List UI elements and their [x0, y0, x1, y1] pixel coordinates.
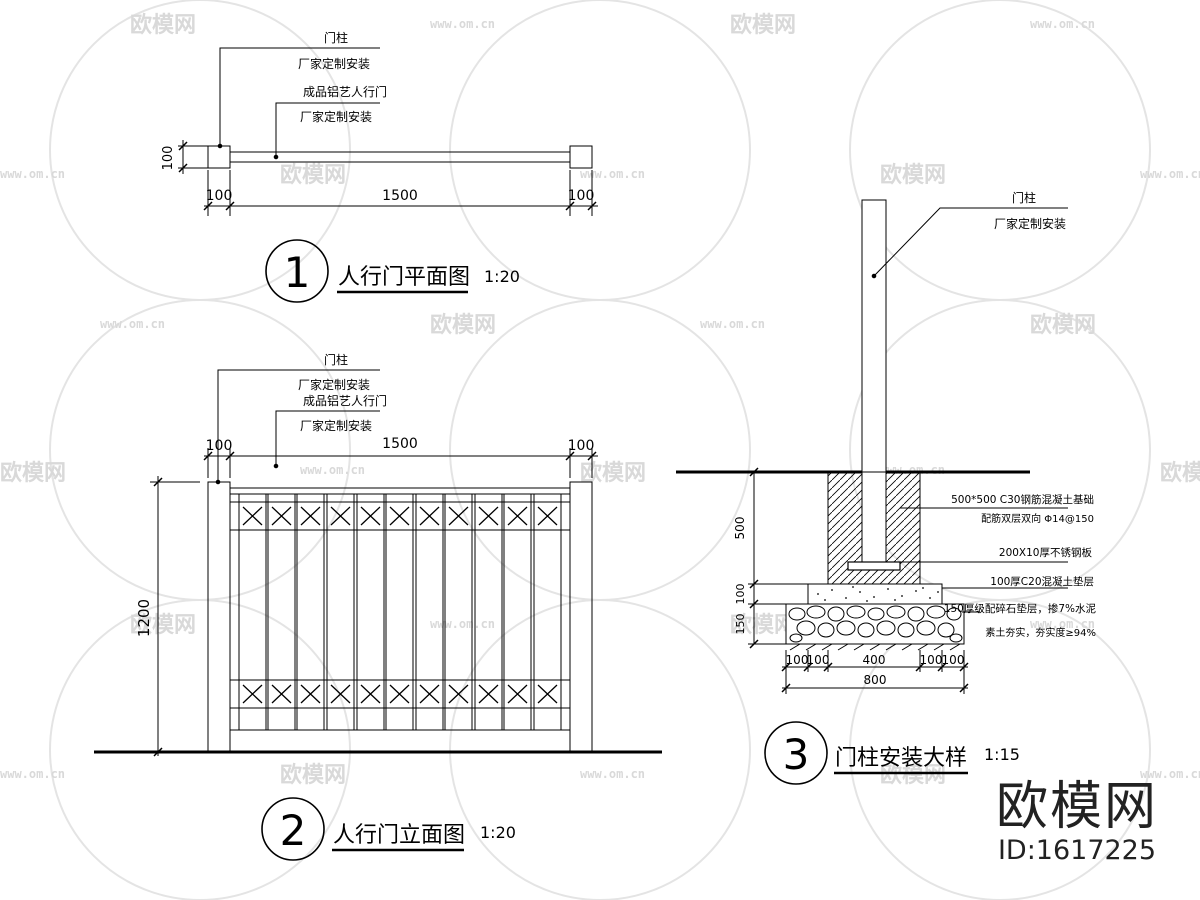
callout-text: 厂家定制安装 [298, 377, 370, 392]
leader-line [275, 102, 380, 157]
watermark-url: www.om.cn [1140, 167, 1200, 181]
gate-post-left [207, 481, 231, 753]
dimension-label: 100 [206, 188, 233, 204]
dimension-label: 100 [734, 584, 747, 605]
brand-id: ID:1617225 [997, 835, 1157, 866]
leader-line [217, 369, 380, 482]
watermark-brand: 欧模网 [130, 612, 196, 638]
watermark-url: www.om.cn [1030, 617, 1095, 631]
plan-title: 人行门平面图 [338, 265, 470, 290]
brand-name: 欧模网 [995, 777, 1158, 837]
dimension-label: 400 [863, 653, 886, 667]
gate-post-right [569, 145, 593, 169]
layer-label: 150厚级配碎石垫层，掺7%水泥 [944, 602, 1097, 615]
watermark-brand: 欧模网 [730, 612, 796, 638]
callout-text: 门柱 [324, 30, 348, 45]
watermark-brand: 欧模网 [130, 12, 196, 38]
watermark-url: www.om.cn [1030, 17, 1095, 31]
detail-scale: 1:15 [984, 745, 1020, 764]
plan-scale: 1:20 [484, 267, 520, 286]
leader-line [275, 410, 380, 466]
gate-pickets [238, 493, 562, 731]
plan-number: 1 [284, 248, 311, 297]
watermark-brand: 欧模网 [1160, 460, 1200, 486]
plan-view [178, 47, 598, 303]
watermark-url: www.om.cn [580, 167, 645, 181]
dimension-label: 100 [161, 146, 176, 171]
leader-line [219, 47, 380, 146]
elevation-title: 人行门立面图 [333, 823, 465, 848]
elevation-number: 2 [280, 806, 307, 855]
layer-label: 配筋双层双向 Φ14@150 [981, 512, 1094, 525]
dimension-label: 100 [807, 653, 830, 667]
dimension-label: 100 [568, 438, 595, 454]
watermark-url: www.om.cn [580, 767, 645, 781]
dimension-label: 100 [206, 438, 233, 454]
watermark-url: www.om.cn [300, 463, 365, 477]
dimension-label: 500 [733, 517, 747, 540]
detail-title: 门柱安装大样 [835, 746, 967, 771]
watermark-url: www.om.cn [430, 617, 495, 631]
dimension-label: 100 [568, 188, 595, 204]
layer-label: 500*500 C30钢筋混凝土基础 [951, 493, 1094, 506]
callout-text: 厂家定制安装 [298, 56, 370, 71]
layer-label: 200X10厚不锈钢板 [999, 546, 1093, 559]
watermark-url: www.om.cn [430, 17, 495, 31]
elevation-scale: 1:20 [480, 823, 516, 842]
dimension-label: 100 [920, 653, 943, 667]
dimension-label: 800 [864, 673, 887, 687]
decorative-band-top [229, 501, 571, 531]
watermark-brand: 欧模网 [880, 162, 946, 188]
callout-text: 门柱 [1012, 190, 1036, 205]
dimension-label: 100 [942, 653, 965, 667]
watermark-brand: 欧模网 [730, 12, 796, 38]
watermark-url: www.om.cn [100, 317, 165, 331]
watermark-url: www.om.cn [0, 767, 65, 781]
callout-text: 成品铝艺人行门 [303, 393, 387, 408]
watermark-brand: 欧模网 [0, 460, 66, 486]
plan-title-marker [265, 239, 329, 303]
dimension-label: 1500 [382, 188, 418, 204]
layer-label: 100厚C20混凝土垫层 [990, 575, 1094, 588]
callout-text: 成品铝艺人行门 [303, 84, 387, 99]
gate-post-left [207, 145, 231, 169]
dimension-label: 1200 [135, 599, 153, 637]
post-installation-detail [676, 199, 1068, 785]
callout-text: 厂家定制安装 [300, 418, 372, 433]
brand-logo: 欧模网 ID:1617225 [996, 778, 1158, 866]
watermark-brand: 欧模网 [880, 762, 946, 788]
watermark-brand: 欧模网 [280, 162, 346, 188]
callout-text: 厂家定制安装 [300, 109, 372, 124]
leader-line [873, 207, 1068, 277]
gravel-layer [785, 603, 965, 645]
callout-text: 厂家定制安装 [994, 216, 1066, 231]
dimension-label: 1500 [382, 436, 418, 452]
watermark-url: www.om.cn [1140, 767, 1200, 781]
watermark-brand: 欧模网 [430, 312, 496, 338]
detail-number: 3 [783, 730, 810, 779]
dimension-label: 100 [786, 653, 809, 667]
dimension-label: 150 [734, 614, 747, 635]
concrete-pad [807, 583, 943, 605]
elevation-view [94, 369, 662, 861]
steel-plate [847, 561, 901, 571]
watermark-url: www.om.cn [700, 317, 765, 331]
detail-title-marker [764, 721, 828, 785]
watermark-url: www.om.cn [0, 167, 65, 181]
gate-post-right [569, 481, 593, 753]
elevation-title-marker [261, 797, 325, 861]
watermark-brand: 欧模网 [280, 762, 346, 788]
watermark-brand: 欧模网 [1030, 312, 1096, 338]
layer-label: 素土夯实，夯实度≥94% [985, 626, 1096, 639]
callout-text: 门柱 [324, 352, 348, 367]
decorative-band-bottom [229, 679, 571, 709]
